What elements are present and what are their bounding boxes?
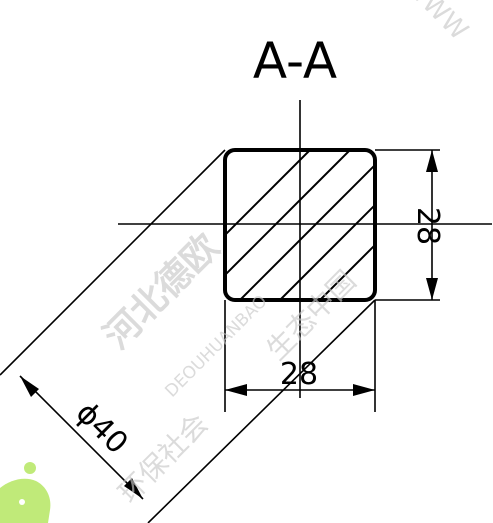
- mascot-graphic: [0, 462, 51, 523]
- diameter-arrow-bottom: [124, 478, 143, 499]
- section-hatching: [225, 150, 375, 300]
- diameter-dimension: [0, 149, 376, 523]
- width-arrow-right: [353, 384, 375, 396]
- height-arrow-top: [426, 150, 438, 172]
- height-arrow-bottom: [426, 278, 438, 300]
- width-dimension: [224, 300, 376, 412]
- watermark-pinyin: DEOUHUANBAO: [161, 291, 271, 401]
- watermark-slogan-2: 生态中国: [260, 264, 363, 367]
- diameter-dimension-label: ϕ40: [69, 395, 135, 461]
- height-dimension-label: 28: [410, 207, 445, 245]
- watermark-corner: WWW: [398, 0, 474, 46]
- section-title: A-A: [253, 32, 337, 90]
- width-arrow-left: [225, 384, 247, 396]
- watermark-company: 河北德欧: [96, 226, 227, 357]
- watermark-slogan-1: 环保社会: [112, 407, 215, 510]
- height-dimension: [375, 149, 440, 301]
- diameter-arrow-top: [20, 376, 39, 397]
